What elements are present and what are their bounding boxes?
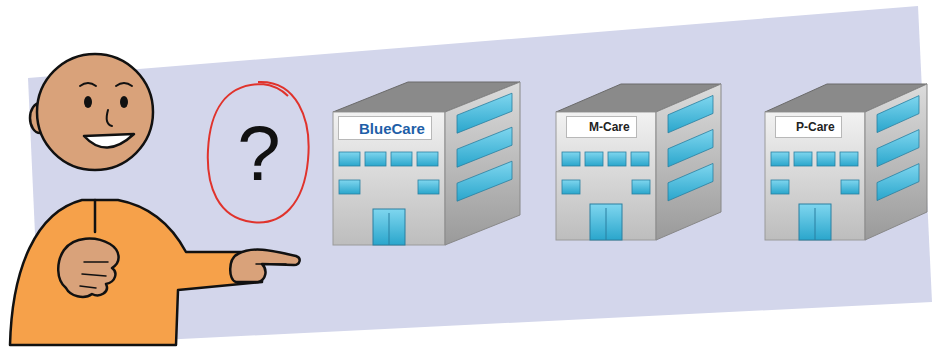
- building-side: [445, 82, 520, 245]
- building-front: [556, 112, 656, 240]
- door: [373, 209, 405, 245]
- window: [771, 152, 789, 166]
- node-label: ?: [237, 114, 280, 192]
- side-window: [668, 95, 713, 132]
- door-split: [606, 208, 607, 240]
- question-mark-node: ?: [214, 90, 304, 216]
- side-window: [668, 129, 713, 166]
- side-window: [877, 96, 919, 133]
- window: [339, 152, 360, 166]
- mcare-sign: M-Care: [566, 116, 637, 138]
- side-window: [877, 164, 919, 201]
- window: [771, 180, 789, 194]
- window: [417, 152, 438, 166]
- node-label: P-Care: [796, 120, 835, 134]
- window: [840, 152, 858, 166]
- building-front: [765, 112, 865, 240]
- window: [817, 152, 835, 166]
- node-label: BlueCare: [359, 120, 425, 137]
- window: [632, 180, 650, 194]
- window: [365, 152, 386, 166]
- bluecare-sign: BlueCare: [338, 116, 432, 140]
- building-side: [656, 84, 721, 240]
- window: [418, 180, 439, 194]
- building-front: [333, 112, 445, 245]
- window: [608, 152, 626, 166]
- window: [841, 180, 859, 194]
- side-window: [457, 93, 512, 133]
- window: [631, 152, 649, 166]
- window: [562, 180, 580, 194]
- window: [794, 152, 812, 166]
- node-label: M-Care: [589, 120, 630, 134]
- window: [339, 180, 360, 194]
- building-side: [865, 84, 927, 240]
- question-circle: [208, 82, 309, 223]
- side-window: [668, 163, 713, 200]
- side-window: [457, 127, 512, 167]
- window: [562, 152, 580, 166]
- door: [799, 204, 831, 240]
- door: [590, 204, 622, 240]
- pcare-sign: P-Care: [775, 116, 842, 138]
- side-window: [877, 130, 919, 167]
- door-split: [389, 213, 390, 245]
- side-window: [457, 161, 512, 201]
- window: [585, 152, 603, 166]
- buildings: [333, 82, 927, 245]
- person: [10, 54, 300, 345]
- door-split: [815, 208, 816, 240]
- window: [391, 152, 412, 166]
